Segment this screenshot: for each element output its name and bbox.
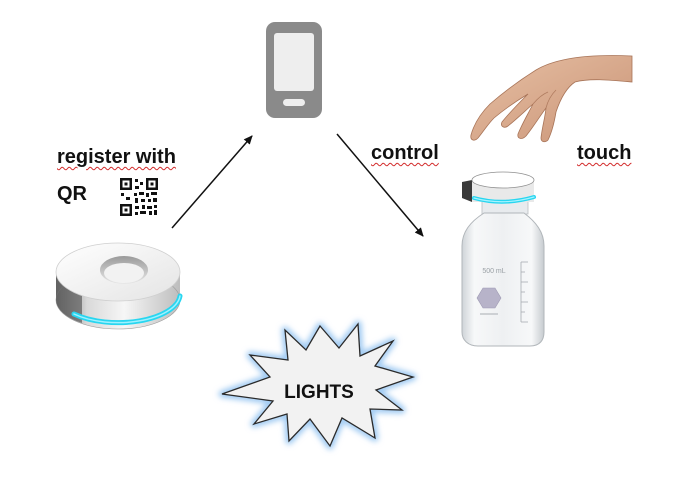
starburst-icon [218, 320, 417, 450]
control-label: control [371, 142, 439, 164]
bottle-icon: 500 mL [461, 171, 545, 347]
qr-code-icon [120, 178, 158, 216]
control-arrow [336, 133, 424, 237]
qr-label: QR [57, 183, 87, 205]
register-label: register with [57, 146, 176, 168]
bottle-volume-label: 500 mL [482, 268, 505, 275]
touch-label: touch [577, 142, 632, 164]
register-arrow [171, 135, 253, 229]
ring-device-icon [55, 242, 183, 330]
smartphone-icon [266, 22, 322, 118]
lights-label: LIGHTS [284, 382, 354, 403]
hand-icon [470, 55, 633, 143]
